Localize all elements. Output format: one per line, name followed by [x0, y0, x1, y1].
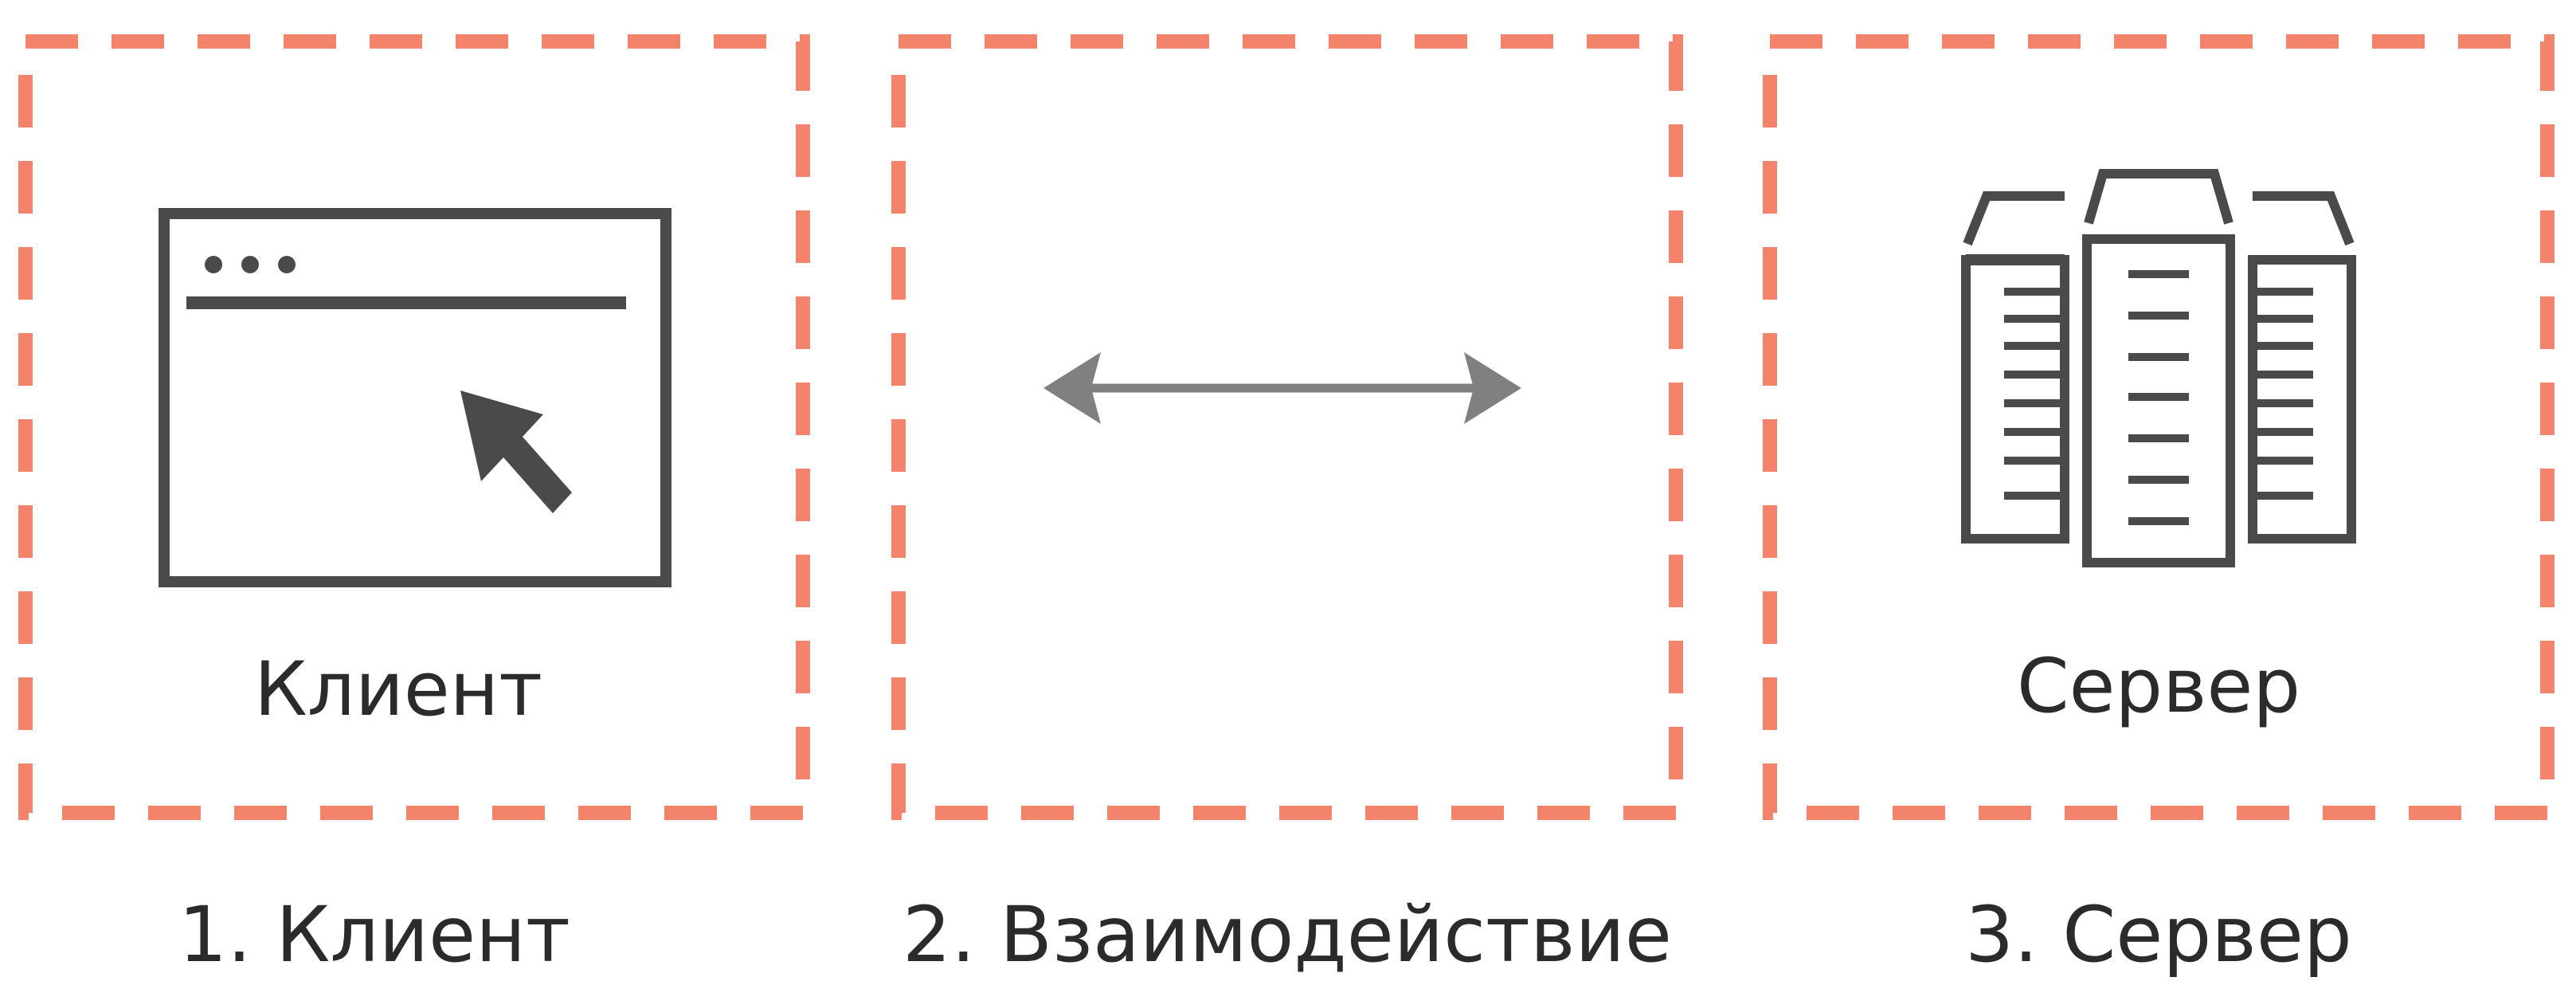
client-box-border: [18, 34, 810, 820]
interaction-box-border: [891, 34, 1683, 820]
client-box: Клиент: [18, 34, 810, 820]
caption-server: 3. Сервер: [1965, 890, 2352, 979]
client-box-label: Клиент: [254, 646, 542, 733]
server-rack-icon: [1961, 169, 2356, 567]
caption-client: 1. Клиент: [178, 890, 570, 979]
server-box-label: Сервер: [2017, 643, 2300, 730]
server-box: Сервер: [1763, 34, 2554, 820]
interaction-box: [891, 34, 1683, 820]
server-slot-lines: [2004, 270, 2313, 525]
double-arrow-icon: [1043, 352, 1521, 424]
mouse-cursor-icon: [460, 390, 572, 513]
browser-window-icon: [159, 208, 671, 587]
caption-interaction: 2. Взаимодействие: [902, 890, 1672, 979]
server-box-border: [1763, 34, 2554, 820]
